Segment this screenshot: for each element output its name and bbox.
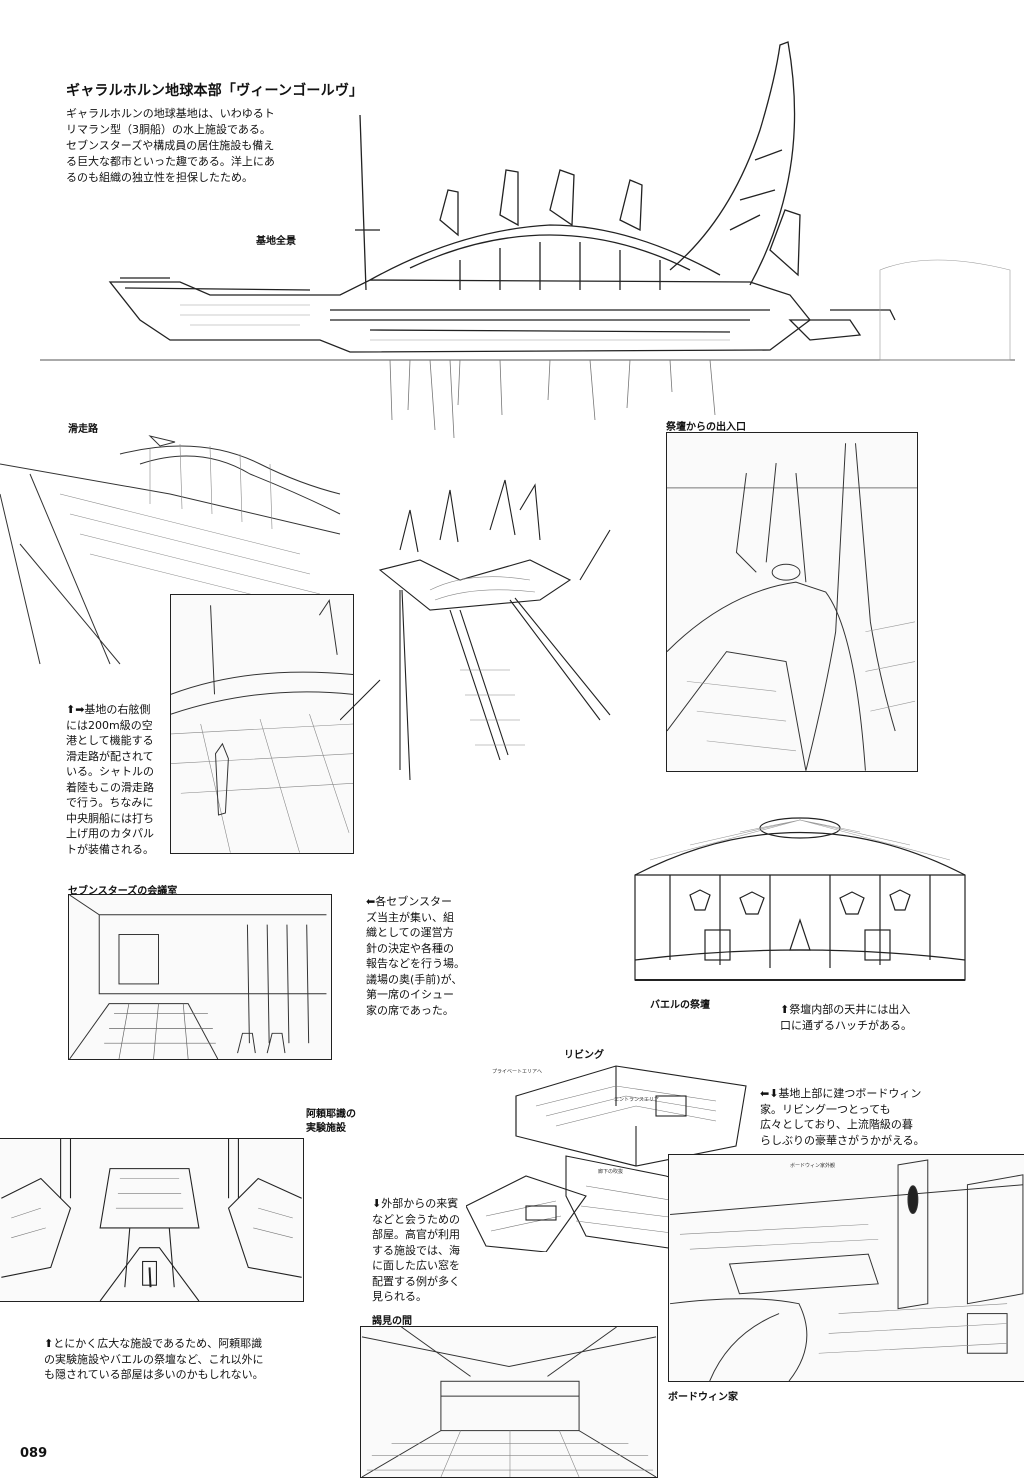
lead-line: るのも組織の独立性を担保したため。 <box>66 171 253 184</box>
runway-note: ⬆➡基地の右舷側 には200m級の空 港として機能する 滑走路が配されて いる。… <box>66 702 154 857</box>
note-line: ⬅⬇基地上部に建つボードウィン <box>760 1087 922 1100</box>
bauduin-house-caption: ボードウィン家 <box>668 1392 738 1403</box>
note-line: 口に通ずるハッチがある。 <box>780 1018 912 1032</box>
lead-line: る巨大な都市といった趣である。洋上にあ <box>66 155 275 168</box>
altar-note: ⬆祭壇内部の天井には出入 口に通ずるハッチがある。 <box>780 1002 912 1033</box>
council-note: ⬅各セブンスター ズ当主が集い、組 織としての運営方 針の決定や各種の 報告など… <box>366 894 465 1018</box>
note-line: トが装備される。 <box>66 842 154 856</box>
bael-altar-caption: バエルの祭壇 <box>650 1000 710 1011</box>
note-line: 着陸もこの滑走路 <box>66 780 154 794</box>
runway-caption: 滑走路 <box>68 424 98 435</box>
note-line: 家の席であった。 <box>366 1003 454 1017</box>
entrance-label: エントランスエリア <box>614 1097 659 1103</box>
council-room-caption: セブンスターズの会議室 <box>68 886 178 897</box>
note-line: ズ当主が集い、組 <box>366 910 454 924</box>
lab-caption: 阿頼耶識の 実験施設 <box>306 1108 356 1136</box>
aerial-base-sketch <box>340 470 670 800</box>
council-room-sketch <box>68 894 332 1060</box>
note-line: 家。リビング一つとっても <box>760 1102 891 1116</box>
runway-sketch <box>0 434 350 670</box>
lead-line: リマラン型（3胴船）の水上施設である。 <box>66 123 271 136</box>
page-title: ギャラルホルン地球本部「ヴィーンゴールヴ」 <box>66 83 364 99</box>
lead-paragraph: ギャラルホルンの地球基地は、いわゆるト リマラン型（3胴船）の水上施設である。 … <box>66 106 302 186</box>
lead-line: セブンスターズや構成員の居住施設も備え <box>66 139 275 152</box>
note-line: 中央胴船には打ち <box>66 811 154 825</box>
note-line: ⬆➡基地の右舷側 <box>66 703 151 716</box>
note-line: 部屋。高官が利用 <box>372 1228 460 1241</box>
note-line: も隠されている部屋は多いのかもしれない。 <box>44 1368 264 1381</box>
lab-note: ⬆とにかく広大な施設であるため、阿頼耶識 の実験施設やバエルの祭壇など、これ以外… <box>44 1336 264 1383</box>
note-line: に面した広い窓を <box>372 1259 460 1272</box>
base-overview-sketch <box>30 20 1020 450</box>
base-overview-caption: 基地全景 <box>256 236 296 247</box>
note-line: ⬆祭壇内部の天井には出入 <box>780 1003 911 1016</box>
note-line: 見られる。 <box>372 1290 427 1303</box>
lab-sketch <box>0 1138 304 1302</box>
note-line: の実験施設やバエルの祭壇など、これ以外に <box>44 1352 264 1366</box>
caption-line: 阿頼耶識の <box>306 1109 356 1120</box>
note-line: 織としての運営方 <box>366 926 454 939</box>
note-line: 広々としており、上流階級の暮 <box>760 1118 913 1131</box>
note-line: 第一席のイシュー <box>366 988 454 1001</box>
bauduin-floorplan-sketch <box>466 1056 756 1252</box>
note-line: 滑走路が配されて <box>66 749 154 763</box>
audience-hall-sketch <box>360 1326 658 1478</box>
house-exterior-label: ボードウィン家外観 <box>790 1163 836 1169</box>
note-line: 針の決定や各種の <box>366 941 454 955</box>
guests-note: ⬇外部からの来賓 などと会うための 部屋。高官が利用 する施設では、海 に面した… <box>372 1196 460 1305</box>
note-line: 上げ用のカタパル <box>66 827 154 840</box>
note-line: らしぶりの豪華さがうかがえる。 <box>760 1133 925 1147</box>
caption-line: 実験施設 <box>306 1123 346 1134</box>
runway-detail-sketch <box>170 594 354 854</box>
note-line: 配置する例が多く <box>372 1274 460 1288</box>
altar-entrance-caption: 祭壇からの出入口 <box>666 422 746 433</box>
note-line: いる。シャトルの <box>66 765 154 778</box>
note-line: などと会うための <box>372 1212 460 1226</box>
audience-hall-caption: 謁見の間 <box>372 1316 412 1327</box>
note-line: ⬅各セブンスター <box>366 895 452 908</box>
altar-entrance-sketch <box>666 432 918 772</box>
note-line: で行う。ちなみに <box>66 796 154 809</box>
bael-altar-sketch <box>630 800 970 988</box>
note-line: ⬇外部からの来賓 <box>372 1197 459 1210</box>
note-line: する施設では、海 <box>372 1243 460 1257</box>
bauduin-exterior-sketch <box>668 1154 1024 1382</box>
lead-line: ギャラルホルンの地球基地は、いわゆるト <box>66 107 275 120</box>
page-number: 089 <box>20 1446 48 1461</box>
note-line: 報告などを行う場。 <box>366 957 465 970</box>
private-area-label: プライベートエリアへ <box>492 1069 543 1075</box>
living-caption: リビング <box>564 1050 604 1061</box>
house-note: ⬅⬇基地上部に建つボードウィン 家。リビング一つとっても 広々としており、上流階… <box>760 1086 925 1148</box>
hall-label: 廊下の吹抜 <box>598 1169 624 1175</box>
note-line: ⬆とにかく広大な施設であるため、阿頼耶識 <box>44 1337 263 1350</box>
note-line: 議場の奥(手前)が、 <box>366 972 463 986</box>
note-line: には200m級の空 <box>66 718 153 732</box>
note-line: 港として機能する <box>66 734 154 747</box>
